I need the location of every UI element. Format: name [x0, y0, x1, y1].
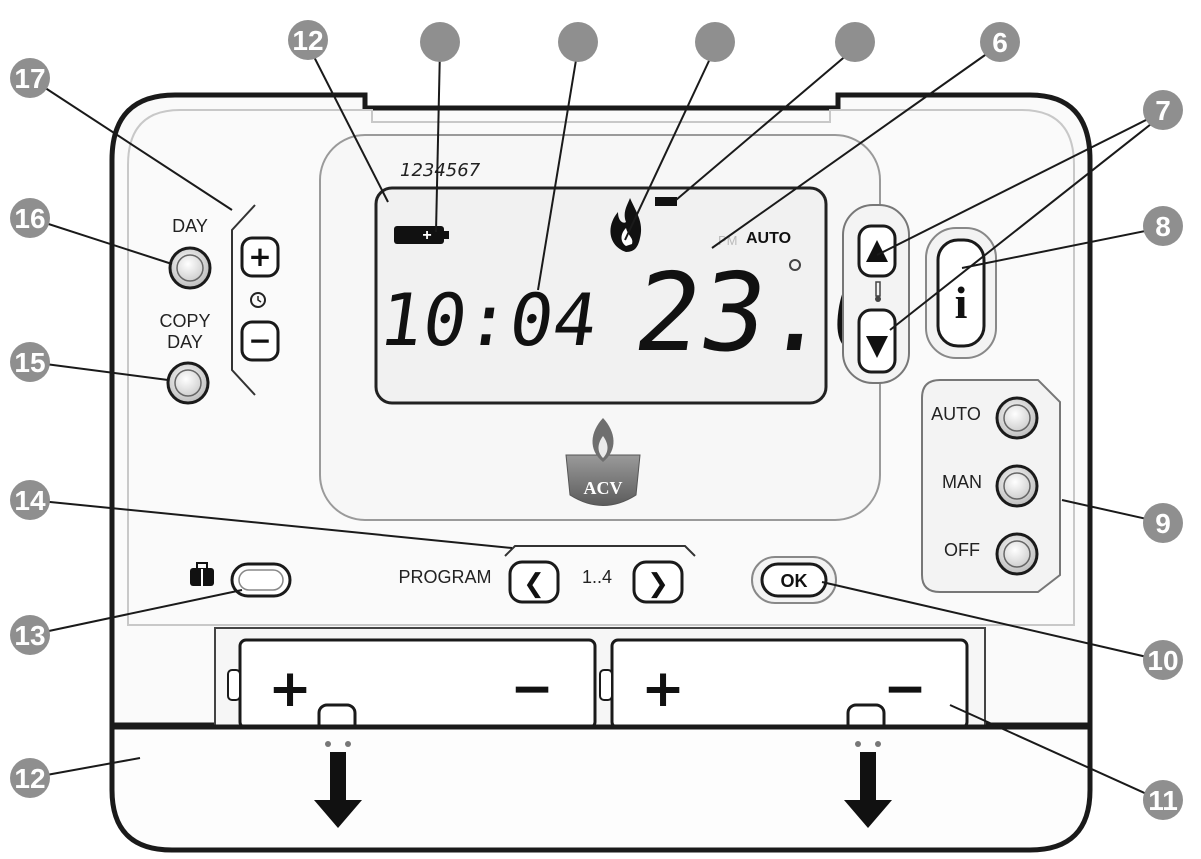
time-minus-button[interactable]: −	[240, 320, 280, 362]
svg-text:6: 6	[992, 27, 1008, 58]
svg-text:7: 7	[1155, 95, 1171, 126]
battery-icon: +	[394, 226, 449, 244]
holiday-icon	[190, 562, 214, 586]
acv-logo: ACV	[565, 418, 641, 506]
down-arrow-icon-2	[844, 741, 892, 828]
auto-indicator: AUTO	[746, 230, 791, 247]
svg-text:12: 12	[292, 25, 323, 56]
callout-7: 7	[1143, 90, 1183, 130]
logo-text: ACV	[584, 478, 623, 498]
svg-text:8: 8	[1155, 211, 1171, 242]
callout-blank-1	[420, 22, 460, 62]
mode-panel: AUTO MAN OFF	[921, 379, 1061, 593]
battery1-plus: +	[268, 659, 312, 719]
thermometer-icon	[875, 281, 881, 302]
svg-text:14: 14	[14, 485, 46, 516]
clock-icon	[250, 292, 266, 308]
mode-off-button[interactable]	[995, 532, 1039, 576]
copy-day-button[interactable]	[166, 361, 210, 405]
svg-text:17: 17	[14, 63, 45, 94]
callout-blank-3	[695, 22, 735, 62]
callout-9: 9	[1143, 503, 1183, 543]
day-numbers: 1234567	[400, 160, 481, 181]
time-display: 10:04	[374, 279, 602, 363]
time-plus-button[interactable]: +	[240, 236, 280, 278]
svg-text:+: +	[248, 240, 271, 273]
mode-man-button[interactable]	[995, 464, 1039, 508]
svg-text:9: 9	[1155, 508, 1171, 539]
battery2-minus: −	[883, 659, 927, 719]
program-range: 1..4	[582, 567, 612, 587]
callout-blank-4	[835, 22, 875, 62]
battery-compartment: + − + −	[214, 627, 986, 737]
svg-text:i: i	[955, 277, 968, 328]
callout-11: 11	[1143, 780, 1183, 820]
program-label: PROGRAM	[398, 567, 491, 587]
temp-down-button[interactable]	[857, 308, 897, 374]
svg-text:10: 10	[1147, 645, 1178, 676]
program-next-button[interactable]: ❯	[632, 560, 684, 604]
day-button[interactable]	[168, 246, 212, 290]
svg-text:16: 16	[14, 203, 45, 234]
program-prev-button[interactable]: ❮	[508, 560, 560, 604]
svg-text:+: +	[422, 227, 431, 244]
battery1-minus: −	[510, 659, 554, 719]
down-arrow-icon	[314, 741, 362, 828]
holiday-button[interactable]	[230, 562, 292, 598]
ok-button[interactable]: OK	[751, 556, 837, 604]
callout-15: 15	[10, 342, 50, 382]
svg-text:11: 11	[1148, 785, 1178, 816]
program-group: PROGRAM 1..4	[398, 545, 696, 587]
callout-6: 6	[980, 22, 1020, 62]
mode-auto-label: AUTO	[931, 404, 981, 424]
segment-dash	[655, 197, 677, 206]
left-control-group: DAY COPY DAY	[159, 204, 256, 396]
battery2-plus: +	[641, 659, 685, 719]
svg-text:13: 13	[14, 620, 45, 651]
svg-text:−: −	[248, 324, 271, 357]
display-bezel	[319, 134, 881, 521]
callout-blank-2	[558, 22, 598, 62]
callout-12-bottom: 12	[10, 758, 50, 798]
svg-text:❮: ❮	[523, 569, 545, 599]
callout-14: 14	[10, 480, 50, 520]
copy-day-label-1: COPY	[159, 311, 210, 331]
callout-16: 16	[10, 198, 50, 238]
mode-man-label: MAN	[942, 472, 982, 492]
temp-up-button[interactable]	[857, 224, 897, 278]
svg-text:12: 12	[14, 763, 45, 794]
callout-13: 13	[10, 615, 50, 655]
callout-8: 8	[1143, 206, 1183, 246]
callout-12-top: 12	[288, 20, 328, 60]
mode-off-label: OFF	[944, 540, 980, 560]
callout-17: 17	[10, 58, 50, 98]
copy-day-label-2: DAY	[167, 332, 203, 352]
battery-cover[interactable]	[109, 724, 1093, 853]
degree-icon	[789, 259, 801, 271]
day-label: DAY	[172, 216, 208, 236]
svg-text:❯: ❯	[647, 569, 669, 599]
svg-text:15: 15	[14, 347, 45, 378]
mode-auto-button[interactable]	[995, 396, 1039, 440]
svg-text:OK: OK	[781, 571, 808, 591]
faded-indicator: PM	[718, 233, 738, 248]
callout-10: 10	[1143, 640, 1183, 680]
